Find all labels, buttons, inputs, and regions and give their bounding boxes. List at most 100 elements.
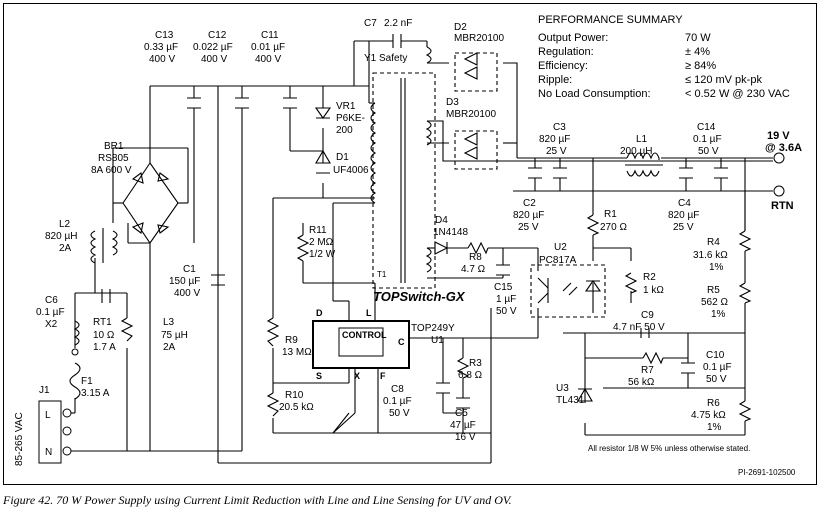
j1-line-label: L	[45, 410, 51, 421]
optocoupler	[537, 277, 578, 304]
figure-caption: Figure 42. 70 W Power Supply using Curre…	[3, 493, 512, 507]
summary-label: No Load Consumption:	[538, 88, 651, 100]
label-rt1-value: 10 Ω	[93, 330, 115, 341]
label-r2-ref: R2	[643, 272, 656, 283]
ac-input-label: 85-265 VAC	[14, 412, 25, 466]
label-c13-rating: 400 V	[149, 54, 175, 65]
label-r6-value: 4.75 kΩ	[691, 410, 726, 421]
label-c12-value: 0.022 µF	[193, 42, 233, 53]
wire-network	[63, 40, 773, 464]
label-d3-ref: D3	[446, 97, 459, 108]
label-c12-ref: C12	[208, 30, 227, 41]
label-u3-ref: U3	[556, 383, 569, 394]
label-r6-ref: R6	[707, 398, 720, 409]
summary-value: ± 4%	[685, 46, 710, 58]
label-r11-value: 2 MΩ	[309, 237, 334, 248]
label-r2-value: 1 kΩ	[643, 285, 664, 296]
label-c2-ref: C2	[523, 198, 536, 209]
label-c9-value: 4.7 nF 50 V	[613, 322, 665, 333]
performance-summary: PERFORMANCE SUMMARY Output Power: 70 W R…	[538, 14, 790, 100]
label-c8-ref: C8	[391, 384, 404, 395]
label-c2-value: 820 µF	[513, 210, 544, 221]
label-c4-ref: C4	[678, 198, 691, 209]
label-l2-rating: 2A	[59, 243, 72, 254]
label-c11-value: 0.01 µF	[251, 42, 285, 53]
label-c1-value: 150 µF	[169, 276, 200, 287]
label-r5-rating: 1%	[711, 309, 726, 320]
label-vr1-value: P6KE-	[336, 113, 365, 124]
label-u2-ref: U2	[554, 242, 567, 253]
label-r3-ref: R3	[469, 358, 482, 369]
label-l3-value: 75 µH	[161, 330, 188, 341]
label-d2-value: MBR20100	[454, 33, 504, 44]
label-br1-value: RS805	[98, 153, 129, 164]
pin-l-label: L	[366, 308, 372, 318]
capacitor-symbols	[101, 34, 728, 409]
summary-value: 70 W	[685, 32, 711, 44]
label-c4-value: 820 µF	[668, 210, 699, 221]
control-label: CONTROL	[342, 330, 387, 340]
pin-x-label: X	[354, 371, 360, 381]
resistor-footnote: All resistor 1/8 W 5% unless otherwise s…	[588, 444, 750, 453]
resistor-symbols	[120, 214, 752, 422]
label-u2-value: PC817A	[539, 255, 577, 266]
label-r11-rating: 1/2 W	[309, 249, 336, 260]
label-l2-value: 820 µH	[45, 231, 77, 242]
label-l3-rating: 2A	[163, 342, 176, 353]
label-c15-ref: C15	[494, 282, 513, 293]
label-r8-ref: R8	[469, 252, 482, 263]
label-c1-rating: 400 V	[174, 288, 200, 299]
diode-symbols	[314, 52, 602, 402]
topswitch-package	[312, 320, 410, 369]
label-c1-ref: C1	[183, 264, 196, 275]
label-c11-rating: 400 V	[255, 54, 281, 65]
label-f1-ref: F1	[81, 376, 93, 387]
label-r8-value: 4.7 Ω	[461, 264, 486, 275]
pin-s-label: S	[316, 371, 322, 381]
j1-neutral-label: N	[45, 447, 52, 458]
output-voltage-label: 19 V	[767, 130, 790, 142]
label-j1-ref: J1	[39, 385, 50, 396]
label-rt1-ref: RT1	[93, 317, 112, 328]
label-d4-value: 1N4148	[433, 227, 468, 238]
pin-d-label: D	[316, 308, 323, 318]
label-c13-value: 0.33 µF	[144, 42, 178, 53]
label-f1-value: 3.15 A	[81, 388, 110, 399]
label-c11-ref: C11	[261, 30, 279, 41]
schematic-frame: PERFORMANCE SUMMARY Output Power: 70 W R…	[3, 3, 817, 485]
label-d2-ref: D2	[454, 22, 467, 33]
summary-value: ≥ 84%	[685, 60, 716, 72]
label-c3-ref: C3	[553, 122, 566, 133]
label-d3-value: MBR20100	[446, 109, 496, 120]
bridge-rectifier	[122, 162, 179, 244]
label-c6-rating: X2	[45, 319, 58, 330]
label-c7-value: 2.2 nF	[384, 18, 412, 29]
label-r5-ref: R5	[707, 285, 720, 296]
label-vr1-ref: VR1	[336, 101, 356, 112]
label-r9-value: 13 MΩ	[282, 347, 312, 358]
label-r5-value: 562 Ω	[701, 297, 728, 308]
label-c6-ref: C6	[45, 295, 58, 306]
label-c4-rating: 25 V	[673, 222, 694, 233]
label-c10-value: 0.1 µF	[703, 362, 732, 373]
label-c10-rating: 50 V	[706, 374, 727, 385]
label-c15-value: 1 µF	[496, 294, 516, 305]
pin-c-label: C	[398, 337, 405, 347]
label-r4-rating: 1%	[709, 262, 724, 273]
t1-label: T1	[377, 270, 387, 279]
label-d1-ref: D1	[336, 152, 349, 163]
label-rt1-rating: 1.7 A	[93, 342, 116, 353]
label-l2-ref: L2	[59, 219, 71, 230]
label-u1-part: TOP249Y	[411, 323, 455, 334]
connector-j1	[38, 348, 79, 464]
summary-value: ≤ 120 mV pk-pk	[685, 74, 762, 86]
label-c15-rating: 50 V	[496, 306, 517, 317]
label-r9-ref: R9	[285, 335, 298, 346]
label-br1-ref: BR1	[104, 141, 124, 152]
label-r3-value: 6.8 Ω	[458, 370, 483, 381]
label-c5-ref: C5	[455, 408, 468, 419]
label-c8-value: 0.1 µF	[383, 396, 412, 407]
label-c9-ref: C9	[641, 310, 654, 321]
summary-label: Output Power:	[538, 32, 608, 44]
label-u3-value: TL431	[556, 395, 585, 406]
